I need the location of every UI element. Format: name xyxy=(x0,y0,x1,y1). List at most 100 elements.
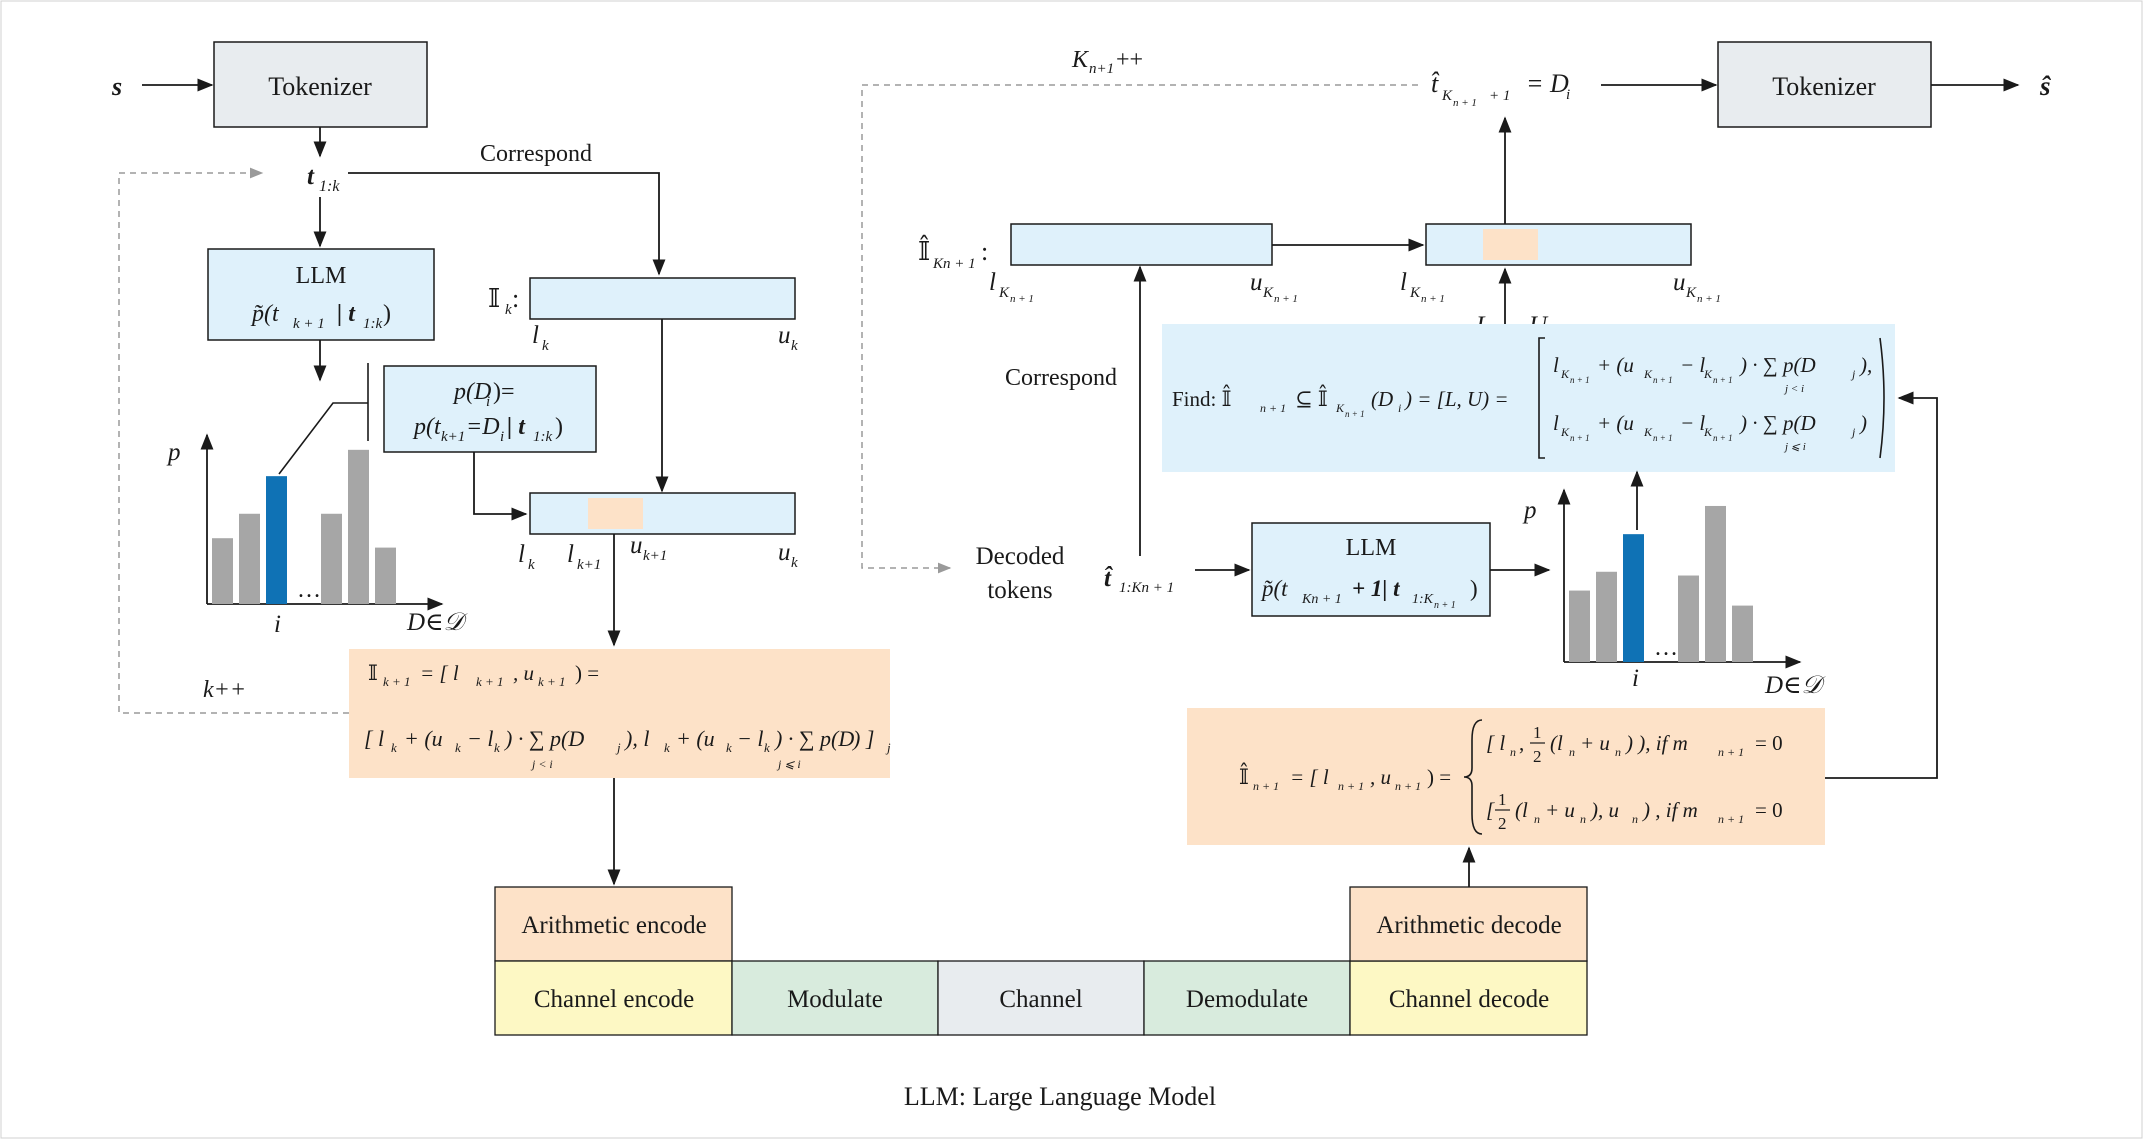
dec-find-r2-n3: n + 1 xyxy=(1713,433,1733,443)
enc-chart-bar-5 xyxy=(348,449,369,604)
enc-chart-dots: … xyxy=(297,577,321,603)
enc-sub-lo-sub: k xyxy=(528,557,535,573)
dec-find-prefix: Find: 𝕀̂ xyxy=(1172,385,1231,411)
enc-update-l1-b: = [ l xyxy=(420,661,459,685)
dec-interval-lo: l xyxy=(989,269,996,296)
dec-find-sub3: i xyxy=(1398,401,1401,415)
dec-update-eq: = [ l xyxy=(1290,765,1329,789)
dec-probability-chart xyxy=(1557,488,1802,669)
dec-chart-bar-4 xyxy=(1678,575,1699,662)
enc-interval-sub: k xyxy=(505,302,512,318)
dec-find-left-bracket xyxy=(1538,337,1545,459)
dec-sub-hi-subsub: n + 1 xyxy=(1697,293,1721,305)
dec-update-formula: 𝕀̂ n + 1 = [ l n + 1 , u n + 1 ) = [ l n… xyxy=(1239,719,1783,835)
dec-interval-symbol: 𝕀̂ xyxy=(918,234,930,266)
enc-subinterval-highlight xyxy=(588,498,643,529)
enc-chart-y-label: p xyxy=(166,439,181,466)
dec-case2-sub: n + 1 xyxy=(1718,812,1744,826)
dec-hat-tokens: t̂ xyxy=(1104,565,1113,592)
dec-sub-lo-sub: K xyxy=(1409,285,1421,301)
dec-interval-lo-subsub: n + 1 xyxy=(1010,293,1034,305)
dec-update-brace xyxy=(1463,719,1483,835)
dec-case2-c: (l xyxy=(1515,798,1528,822)
dec-find-r2-K3: K xyxy=(1703,425,1713,439)
arith-encode-label: Arithmetic encode xyxy=(521,912,706,939)
enc-chart-connector xyxy=(278,402,368,475)
dec-token-eq: = D xyxy=(1526,69,1569,98)
enc-prob-line2-mid2: | t xyxy=(507,414,526,440)
enc-update-l2-c: − l xyxy=(467,726,493,751)
enc-chart-bar-4 xyxy=(321,513,342,604)
dec-correspond-label: Correspond xyxy=(1005,365,1117,391)
enc-correspond-arrow xyxy=(348,172,666,276)
dec-find-r2-a: l xyxy=(1553,411,1559,435)
enc-update-l2-b: + (u xyxy=(404,726,443,751)
dec-hat-tokens-sub: 1:Kn + 1 xyxy=(1119,580,1174,596)
dec-find-r1-a: l xyxy=(1553,353,1559,377)
enc-interval-colon: : xyxy=(512,284,519,313)
caption: LLM: Large Language Model xyxy=(904,1082,1216,1111)
enc-interval-hi-sub: k xyxy=(791,338,798,354)
dec-counter: K xyxy=(1071,47,1090,73)
enc-chart-bar-1 xyxy=(212,538,233,604)
dec-find-mid2: (D xyxy=(1371,387,1393,411)
enc-update-l2-k3: k xyxy=(494,740,500,755)
dec-llm-formula-sub2b: n + 1 xyxy=(1434,600,1456,611)
enc-sub-mid-lo: l xyxy=(567,541,574,568)
enc-update-l2-j1: j xyxy=(615,740,621,755)
dec-find-r1-c: − l xyxy=(1680,353,1705,377)
dec-tokenizer-label: Tokenizer xyxy=(1772,72,1876,101)
dec-interval-lo-sub: K xyxy=(998,285,1010,301)
dec-case1-f: n + 1 xyxy=(1718,745,1744,759)
dec-update-lhs: 𝕀̂ xyxy=(1239,763,1249,789)
enc-update-l2-j2: j xyxy=(885,740,891,755)
dec-case2-a: [ xyxy=(1486,798,1495,822)
dec-update-to-find-arrow xyxy=(1825,391,1938,779)
dec-case2-n1: n xyxy=(1534,812,1540,826)
enc-llm-box xyxy=(207,248,435,341)
enc-llm-formula-sub1: k + 1 xyxy=(293,316,325,332)
arith-decode-box xyxy=(1349,886,1588,962)
dec-case1-g: = 0 xyxy=(1755,731,1783,755)
enc-tokens-sub: 1:k xyxy=(319,178,340,195)
dec-find-right-bracket xyxy=(1879,337,1885,459)
dec-llm-formula-sub1: Kn + 1 xyxy=(1301,592,1342,607)
enc-update-l1-sub3: k + 1 xyxy=(538,674,566,689)
channel-decode-box xyxy=(1349,960,1588,1036)
dec-token-hat-sub-end: + 1 xyxy=(1489,88,1510,104)
dec-find-r1-d: ) · ∑ p(D xyxy=(1739,353,1816,377)
enc-prob-box xyxy=(383,365,597,453)
dec-llm-label: LLM xyxy=(1346,535,1397,561)
dec-chart-bar-5 xyxy=(1705,505,1726,662)
dec-update-eq2: , u xyxy=(1370,765,1391,789)
dec-find-r2-K2: K xyxy=(1643,425,1653,439)
enc-interval-hi: u xyxy=(778,322,791,349)
dec-case2-half-den: 2 xyxy=(1498,814,1507,833)
demodulate-box xyxy=(1143,960,1351,1036)
dec-counter-sub: n+1 xyxy=(1089,61,1114,77)
dec-find-r2-sum: j ⩽ i xyxy=(1783,441,1806,453)
enc-update-l2-f: + (u xyxy=(676,726,715,751)
dec-token-hat: t̂ xyxy=(1431,69,1440,98)
enc-sub-hi-sub: k xyxy=(791,555,798,571)
dec-interval-sub: Kn + 1 xyxy=(932,256,976,272)
enc-sub-mid-hi: u xyxy=(630,532,643,559)
channel-encode-box xyxy=(494,960,733,1036)
dec-case2-d: + u xyxy=(1545,798,1575,822)
enc-prob-line2-sub3: 1:k xyxy=(533,429,552,445)
dec-interval-hi: u xyxy=(1250,269,1263,296)
dec-case2-f: ) , if m xyxy=(1642,798,1698,822)
enc-update-l2-h: ) · ∑ p(D xyxy=(773,726,854,751)
enc-subinterval-bar xyxy=(529,492,796,535)
dec-find-r2-c: − l xyxy=(1680,411,1705,435)
dec-llm-formula-end: ) xyxy=(1470,576,1478,601)
dec-find-formula: Find: 𝕀̂ n + 1 ⊆ 𝕀̂ K n + 1 (D i ) = [L,… xyxy=(1172,337,1885,459)
enc-llm-formula-sub2: 1:k xyxy=(363,316,382,332)
dec-find-r1-e: ), xyxy=(1859,353,1872,377)
enc-update-l1-a: 𝕀 xyxy=(368,661,378,685)
dec-case1-half-den: 2 xyxy=(1533,747,1542,766)
dec-llm-formula-sub2: 1:K xyxy=(1412,592,1434,607)
enc-prob-line1-sub: i xyxy=(486,394,490,410)
